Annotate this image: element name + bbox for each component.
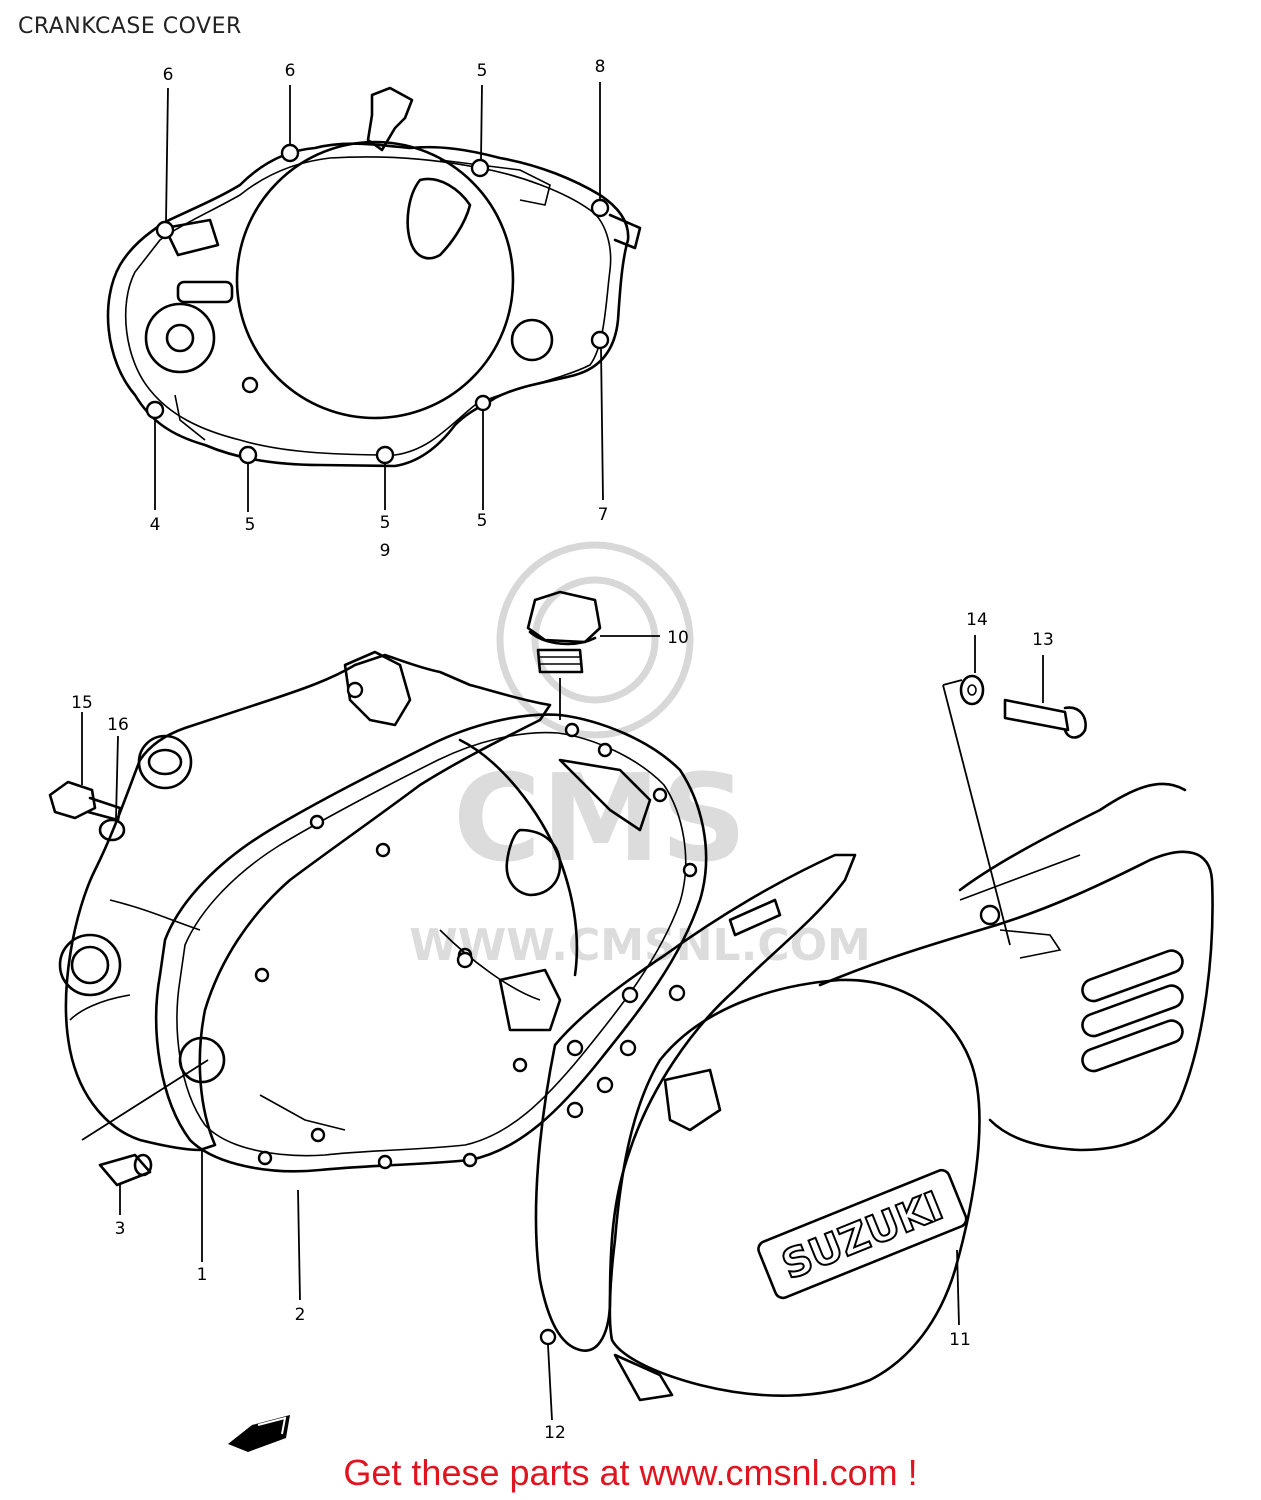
suzuki-emblem: SUZUKI bbox=[757, 1168, 968, 1300]
watermark-brand: CMS bbox=[453, 750, 747, 889]
callout-label: 5 bbox=[477, 511, 488, 531]
callout-label: 16 bbox=[107, 715, 129, 735]
callout-label: 8 bbox=[595, 57, 606, 77]
page-title: CRANKCASE COVER bbox=[18, 14, 242, 39]
callout-label: 6 bbox=[285, 61, 296, 81]
parts-link[interactable]: Get these parts at www.cmsnl.com ! bbox=[343, 1452, 918, 1493]
callout-label: 5 bbox=[245, 515, 256, 535]
callout-label: 14 bbox=[966, 610, 988, 630]
callout-label: 7 bbox=[598, 505, 609, 525]
callout-label: 5 bbox=[380, 513, 391, 533]
callout-label: 3 bbox=[115, 1219, 126, 1239]
part-12-outer-gasket bbox=[534, 853, 857, 1352]
callout-label: 12 bbox=[544, 1423, 566, 1443]
callout-label: 4 bbox=[150, 515, 161, 535]
watermark: CMS WWW.CMSNL.COM bbox=[409, 541, 871, 971]
middle-cover-detail bbox=[259, 738, 652, 1131]
callout-label: 2 bbox=[295, 1305, 306, 1325]
callout-label: 1 bbox=[197, 1265, 208, 1285]
watermark-url: WWW.CMSNL.COM bbox=[409, 920, 871, 971]
callout-label: 5 bbox=[477, 61, 488, 81]
callout-label: 15 bbox=[71, 693, 93, 713]
part-13-14-bolt-washer bbox=[942, 635, 1087, 946]
part-1-inner-cover bbox=[58, 650, 552, 1152]
callout-label: 9 bbox=[380, 541, 391, 561]
front-arrow-icon bbox=[228, 1415, 290, 1452]
part-10-filler-plug bbox=[526, 590, 660, 720]
part-2-gasket bbox=[155, 713, 708, 1173]
callout-label: 13 bbox=[1032, 630, 1054, 650]
inner-cover-top bbox=[106, 86, 642, 468]
upper-leaders bbox=[154, 82, 604, 512]
part-15-16-bolt-washer bbox=[48, 712, 126, 842]
callout-labels: 6 6 5 8 4 5 5 9 5 7 10 14 13 15 16 3 1 2… bbox=[71, 57, 1054, 1443]
part-3-dowel bbox=[81, 1059, 209, 1215]
callout-label: 10 bbox=[667, 628, 689, 648]
emblem-text: SUZUKI bbox=[776, 1183, 950, 1289]
lower-leaders bbox=[201, 1150, 553, 1421]
footer-banner: Get these parts at www.cmsnl.com ! bbox=[0, 1452, 1261, 1494]
callout-label: 6 bbox=[163, 65, 174, 85]
callout-label: 11 bbox=[949, 1330, 971, 1350]
